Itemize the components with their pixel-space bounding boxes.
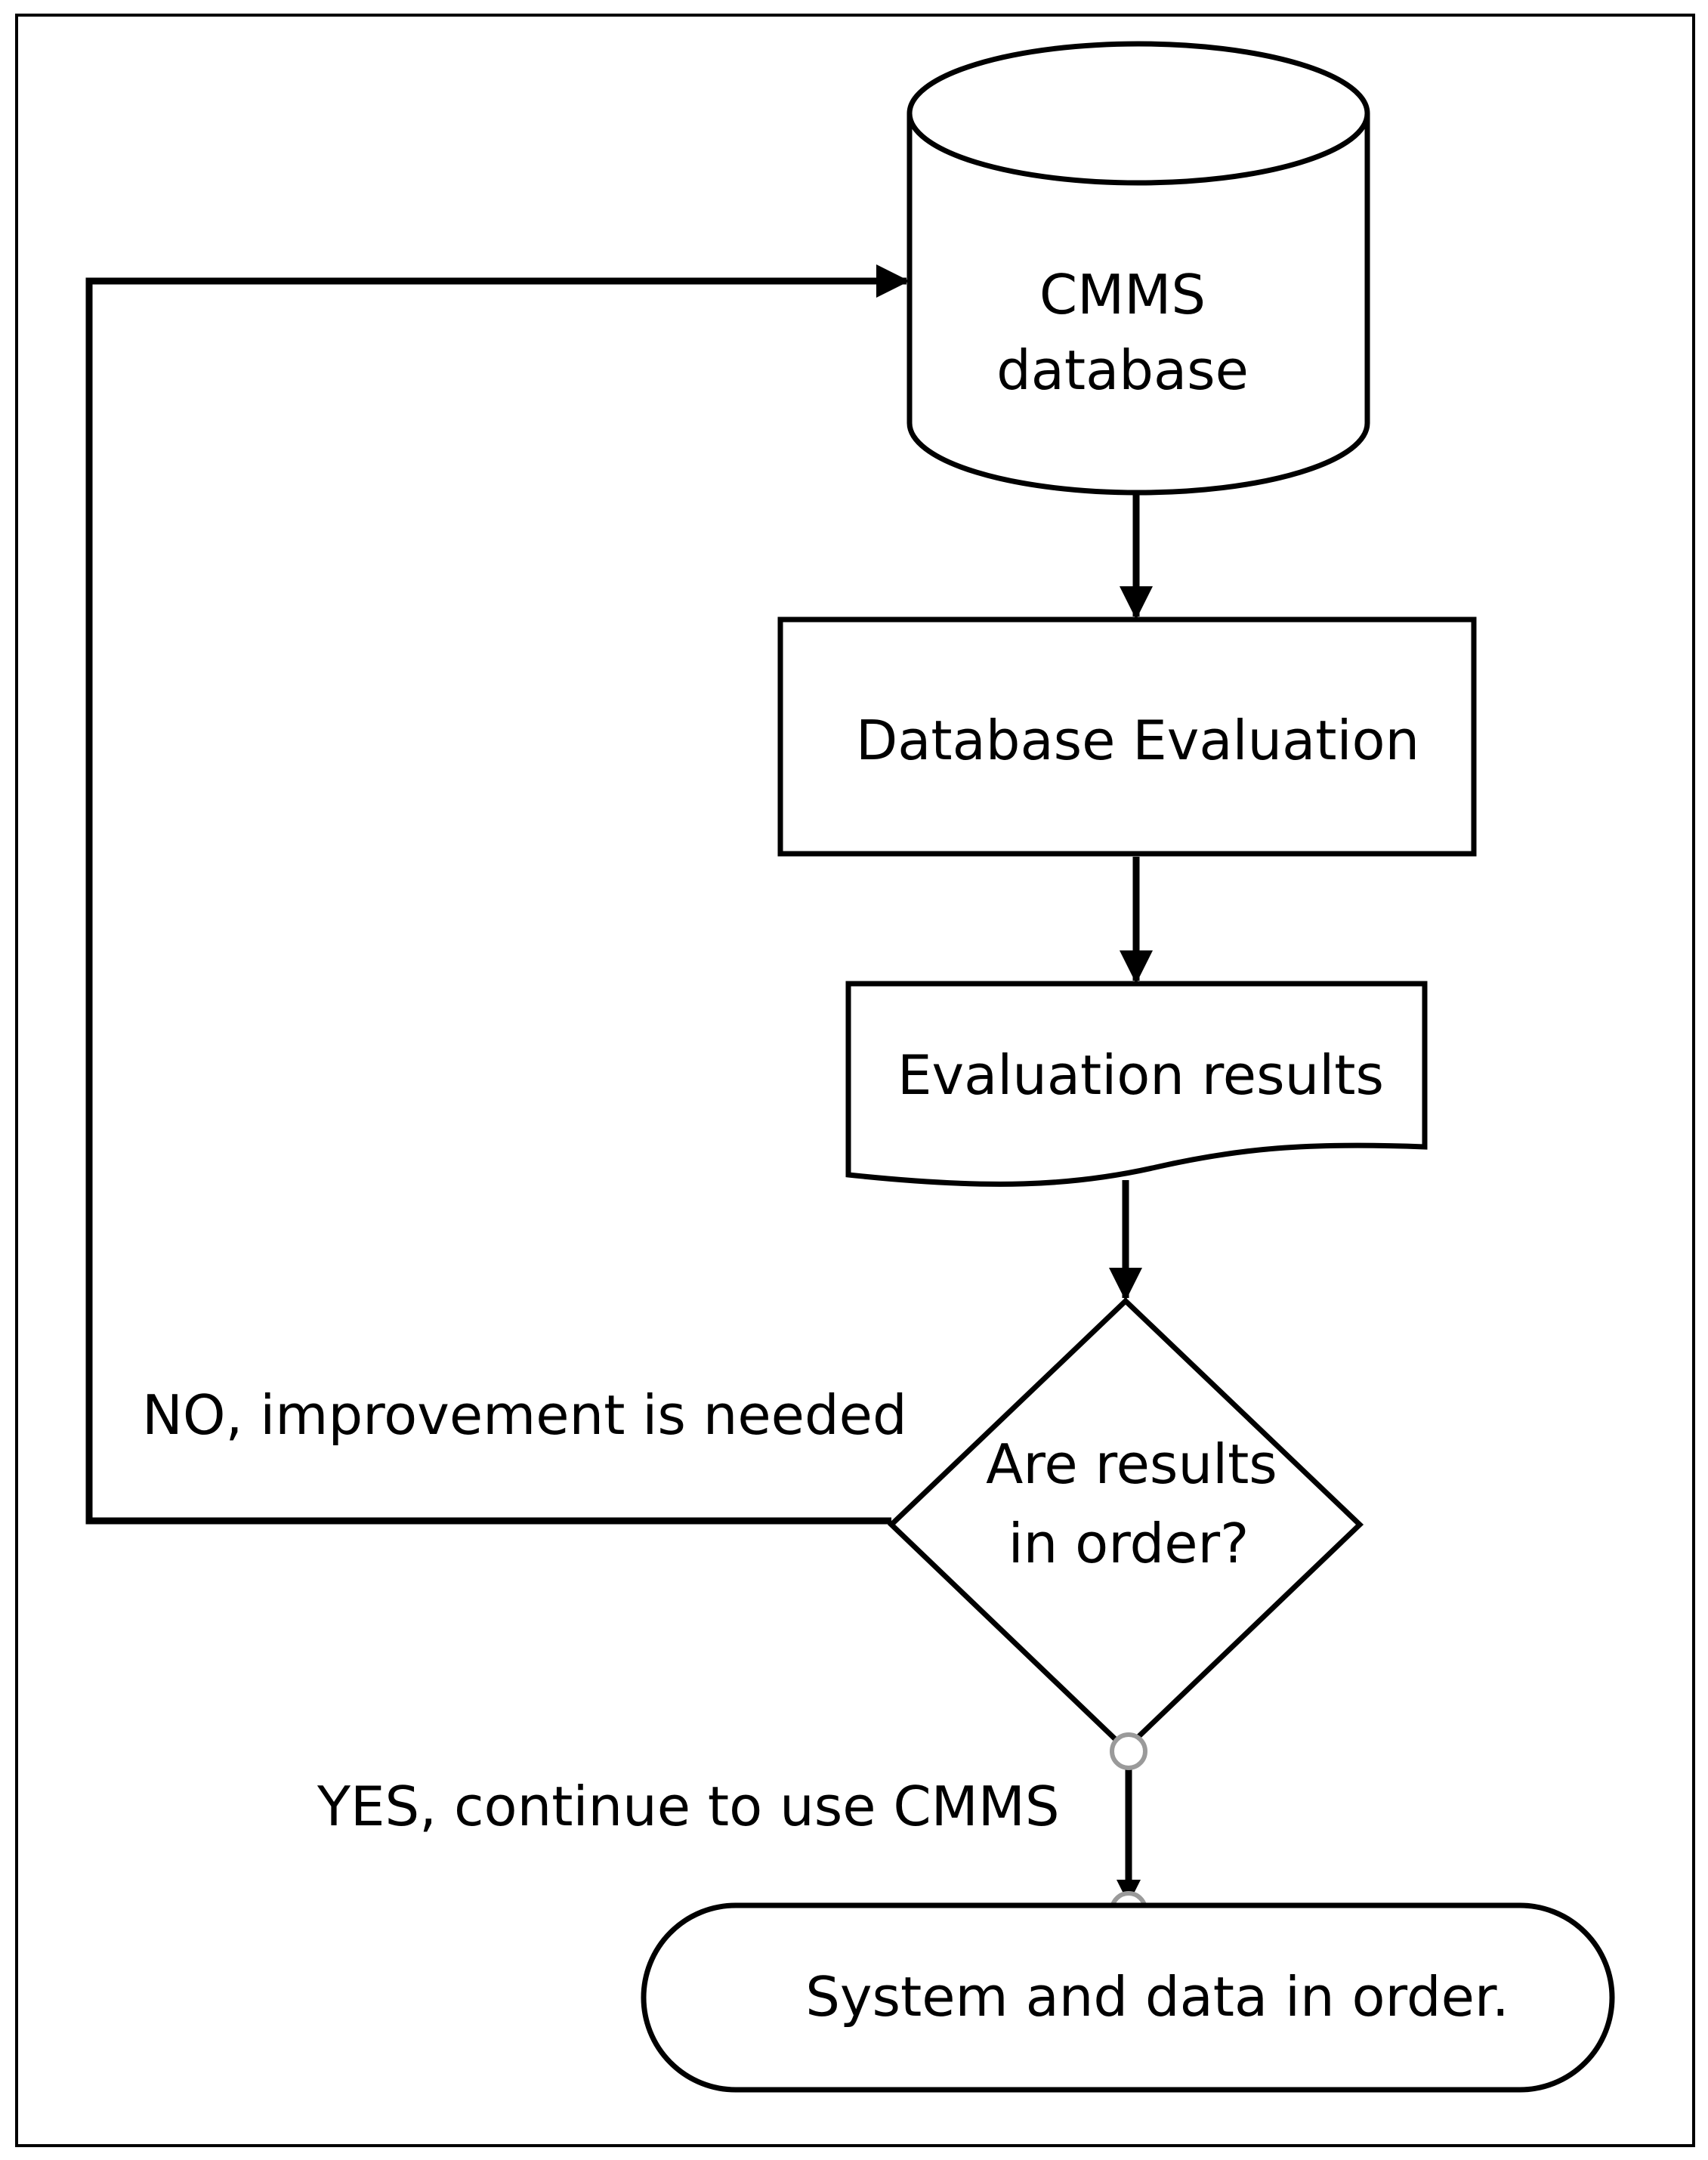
decision-label-line1: Are results (986, 1432, 1277, 1496)
cmms-database-label-line2: database (996, 338, 1249, 402)
decision-node: Are results in order? (887, 1297, 1364, 1753)
terminal-label: System and data in order. (805, 1965, 1509, 2029)
cmms-database-node: CMMS database (907, 41, 1370, 496)
yes-connector-start (1110, 1732, 1147, 1770)
arrow-no-loop-to-database (85, 264, 910, 1525)
no-improvement-label: NO, improvement is needed (142, 1383, 907, 1447)
terminal-node: System and data in order. (641, 1902, 1615, 2093)
cmms-database-label-line1: CMMS (1039, 263, 1206, 326)
diagram-frame (15, 14, 1695, 2147)
yes-continue-label: YES, continue to use CMMS (317, 1775, 1060, 1838)
database-evaluation-node: Database Evaluation (777, 616, 1477, 857)
evaluation-results-label: Evaluation results (897, 1043, 1384, 1107)
evaluation-results-node: Evaluation results (845, 981, 1428, 1187)
database-evaluation-label: Database Evaluation (856, 709, 1419, 772)
decision-label-line2: in order? (1008, 1512, 1249, 1575)
